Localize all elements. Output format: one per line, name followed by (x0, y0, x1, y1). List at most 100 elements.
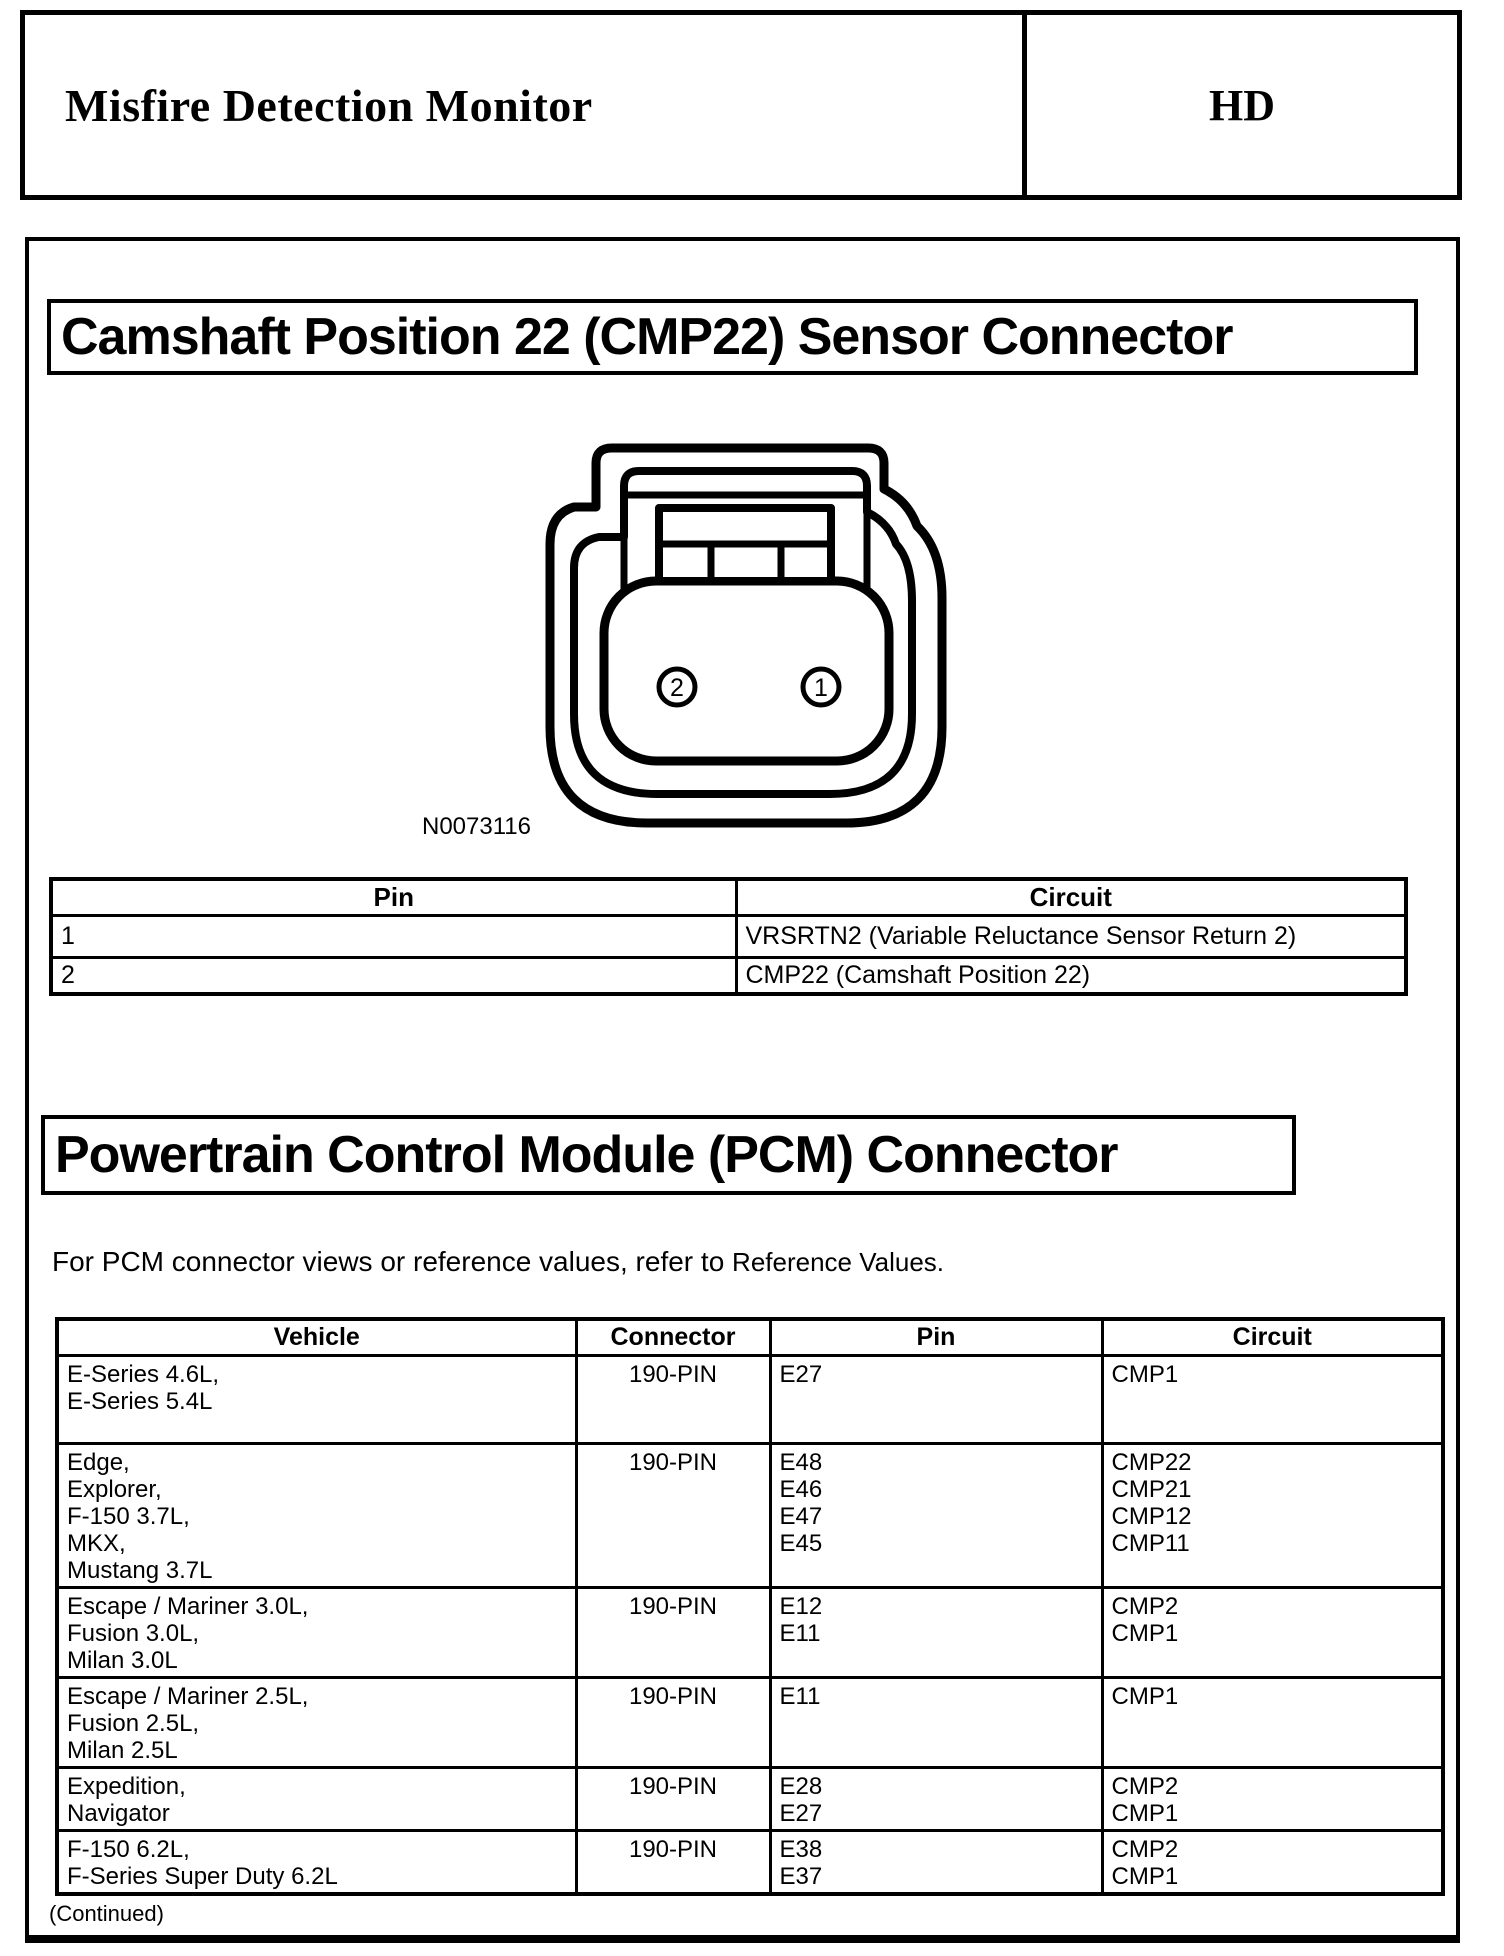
circuit-line: CMP2 (1111, 1592, 1179, 1620)
vehicle-cell: Escape / Mariner 2.5L,Fusion 2.5L,Milan … (55, 1675, 578, 1769)
pin-table-column-header: Circuit (734, 877, 1408, 917)
pin-cell: E11 (768, 1675, 1104, 1769)
content-box: Camshaft Position 22 (CMP22) Sensor Conn… (25, 237, 1460, 1943)
pin-1-label: 1 (814, 674, 828, 702)
pin-line: E27 (779, 1799, 823, 1827)
circuit-line: CMP12 (1111, 1502, 1192, 1530)
vehicle-line: F-150 3.7L, (67, 1502, 190, 1530)
connector-cell: 190-PIN (574, 1441, 772, 1589)
vehicle-cell: F-150 6.2L,F-Series Super Duty 6.2L (55, 1828, 578, 1895)
circuit-line: CMP22 (1111, 1448, 1192, 1476)
vehicle-line: Fusion 2.5L, (67, 1709, 200, 1737)
figure-reference-number: N0073116 (422, 813, 531, 840)
page-title: Misfire Detection Monitor (65, 79, 593, 131)
pin-line: E28 (779, 1772, 823, 1800)
vehicle-line: Milan 3.0L (67, 1646, 178, 1674)
connector-outer-shell (545, 443, 947, 828)
vehicle-table-row: Escape / Mariner 3.0L,Fusion 3.0L,Milan … (55, 1585, 1445, 1679)
circuit-line: CMP1 (1111, 1360, 1179, 1388)
vehicle-table-column-header: Circuit (1100, 1317, 1445, 1357)
section-code: HD (1022, 15, 1457, 195)
circuit-line: CMP11 (1111, 1529, 1190, 1557)
connector-cell: 190-PIN (574, 1828, 772, 1895)
connector-socket-face (599, 576, 894, 766)
pin-2-label: 2 (670, 674, 684, 702)
pcm-intro-prefix: For PCM connector views or reference val… (52, 1246, 733, 1277)
circuit-cell: CMP22 (Camshaft Position 22) (734, 956, 1408, 996)
circuit-line: CMP1 (1111, 1862, 1179, 1890)
circuit-line: CMP21 (1111, 1475, 1192, 1503)
circuit-line: CMP1 (1111, 1619, 1179, 1647)
pin-line: E47 (779, 1502, 823, 1530)
pin-cell: 1 (49, 914, 738, 959)
vehicle-cell: Edge,Explorer,F-150 3.7L,MKX,Mustang 3.7… (55, 1441, 578, 1589)
pin-line: E11 (779, 1682, 821, 1710)
connector-cell: 190-PIN (574, 1585, 772, 1679)
vehicle-line: MKX, (67, 1529, 126, 1557)
pin-line: E27 (779, 1360, 823, 1388)
connector-cell: 190-PIN (574, 1353, 772, 1445)
connector-cell: 190-PIN (574, 1765, 772, 1832)
vehicle-table-row: Edge,Explorer,F-150 3.7L,MKX,Mustang 3.7… (55, 1441, 1445, 1589)
vehicle-line: Escape / Mariner 2.5L, (67, 1682, 309, 1710)
continued-note: (Continued) (49, 1901, 164, 1926)
section1-title: Camshaft Position 22 (CMP22) Sensor Conn… (47, 299, 1418, 375)
circuit-cell: CMP1 (1100, 1675, 1445, 1769)
reference-values-link[interactable]: Reference Values. (732, 1247, 945, 1277)
vehicle-cell: Escape / Mariner 3.0L,Fusion 3.0L,Milan … (55, 1585, 578, 1679)
pin-line: E46 (779, 1475, 823, 1503)
pin-line: E11 (779, 1619, 821, 1647)
vehicle-line: Fusion 3.0L, (67, 1619, 200, 1647)
vehicle-line: Mustang 3.7L (67, 1556, 213, 1584)
vehicle-table-row: Escape / Mariner 2.5L,Fusion 2.5L,Milan … (55, 1675, 1445, 1769)
vehicle-table-column-header: Pin (768, 1317, 1104, 1357)
connector-drawing-svg: 2 1 (545, 443, 947, 828)
vehicle-cell: E-Series 4.6L,E-Series 5.4L (55, 1353, 578, 1445)
pin-line: E48 (779, 1448, 823, 1476)
vehicle-line: F-150 6.2L, (67, 1835, 190, 1863)
section2-title: Powertrain Control Module (PCM) Connecto… (41, 1115, 1296, 1195)
circuit-line: CMP1 (1111, 1799, 1179, 1827)
connector-inner-wall (570, 467, 916, 798)
pin-cell: 2 (49, 956, 738, 996)
pin-2-circle (656, 666, 698, 708)
document-header: Misfire Detection Monitor HD (20, 10, 1462, 200)
pcm-intro-text: For PCM connector views or reference val… (52, 1246, 944, 1278)
vehicle-line: E-Series 5.4L (67, 1387, 213, 1415)
vehicle-line: Explorer, (67, 1475, 162, 1503)
vehicle-line: Navigator (67, 1799, 170, 1827)
circuit-line: CMP1 (1111, 1682, 1179, 1710)
vehicle-table-column-header: Connector (574, 1317, 772, 1357)
pin-line: E12 (779, 1592, 823, 1620)
pin-line: E45 (779, 1529, 823, 1557)
pin-line: E38 (779, 1835, 823, 1863)
pin-table-column-header: Pin (49, 877, 738, 917)
circuit-cell: VRSRTN2 (Variable Reluctance Sensor Retu… (734, 914, 1408, 959)
vehicle-line: E-Series 4.6L, (67, 1360, 220, 1388)
circuit-line: CMP2 (1111, 1772, 1179, 1800)
vehicle-line: Edge, (67, 1448, 130, 1476)
cmp22-connector-figure: 2 1 (539, 436, 949, 836)
pin-cell: E27 (768, 1353, 1104, 1445)
pin-1-circle (800, 666, 842, 708)
pin-line: E37 (779, 1862, 823, 1890)
